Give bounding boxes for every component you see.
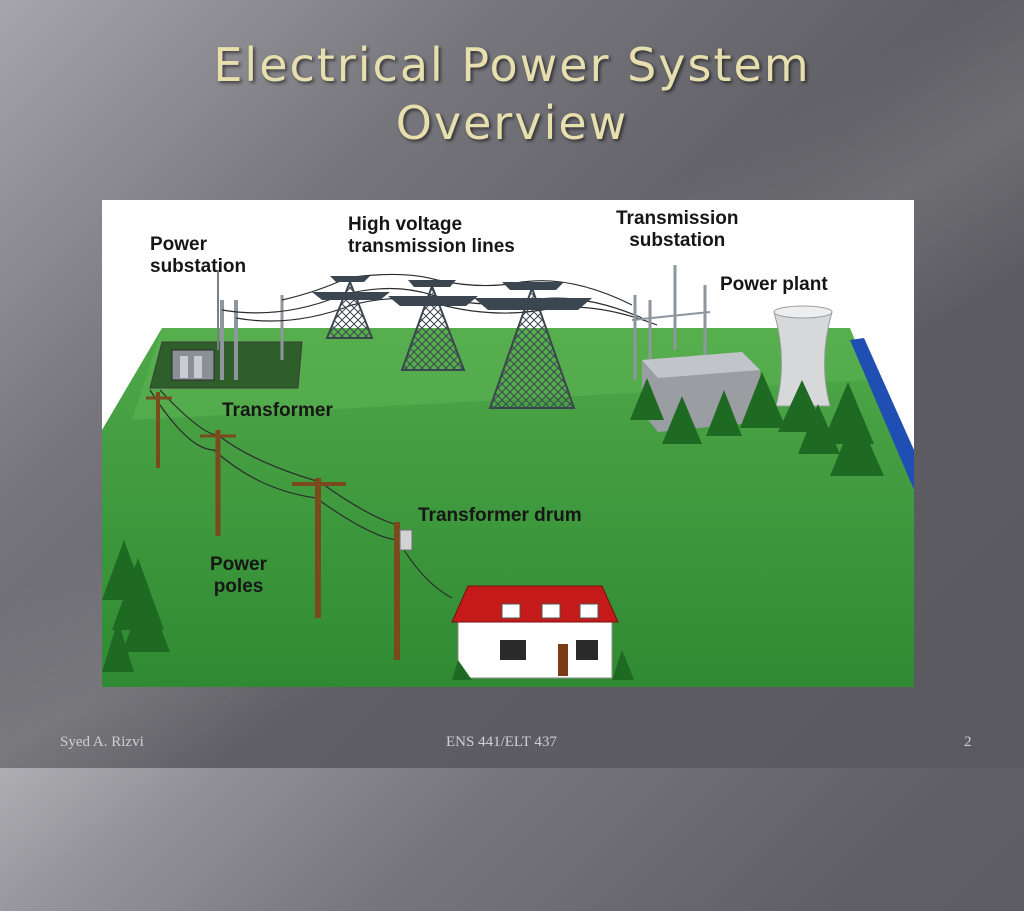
footer-author: Syed A. Rizvi [60, 734, 144, 750]
footer-course: ENS 441/ELT 437 [446, 734, 557, 750]
slide-number: 2 [964, 734, 972, 750]
slide-title-line-1: Electrical Power System [213, 38, 811, 92]
power-system-illustration [102, 265, 914, 687]
label-transformer-drum: Transformer drum [418, 505, 582, 526]
power-pole-3 [292, 478, 346, 618]
power-system-diagram: Power substation High voltage transmissi… [102, 200, 914, 687]
label-power-substation: Power substation [150, 234, 247, 277]
house [451, 585, 634, 680]
label-power-poles: Power poles [210, 554, 268, 597]
trees-right [630, 372, 884, 476]
lattice-tower-1 [312, 276, 390, 339]
label-transformer: Transformer [222, 400, 333, 421]
label-high-voltage-lines: High voltage transmission lines [348, 214, 515, 257]
power-pole-2 [200, 430, 236, 536]
lattice-tower-3 [474, 282, 592, 409]
river [850, 338, 914, 490]
slide-title: Electrical Power System Overview [0, 36, 1024, 152]
power-pole-4 [394, 522, 413, 660]
lattice-tower-2 [388, 280, 478, 371]
cooling-tower [773, 305, 833, 407]
slide-title-line-2: Overview [395, 96, 629, 150]
trees-left [102, 540, 170, 672]
label-transmission-substation: Transmission substation [616, 208, 739, 251]
power-pole-1 [146, 392, 172, 468]
transformer-drum-box [399, 529, 413, 551]
power-substation-yard [149, 270, 303, 389]
label-power-plant: Power plant [720, 274, 828, 295]
